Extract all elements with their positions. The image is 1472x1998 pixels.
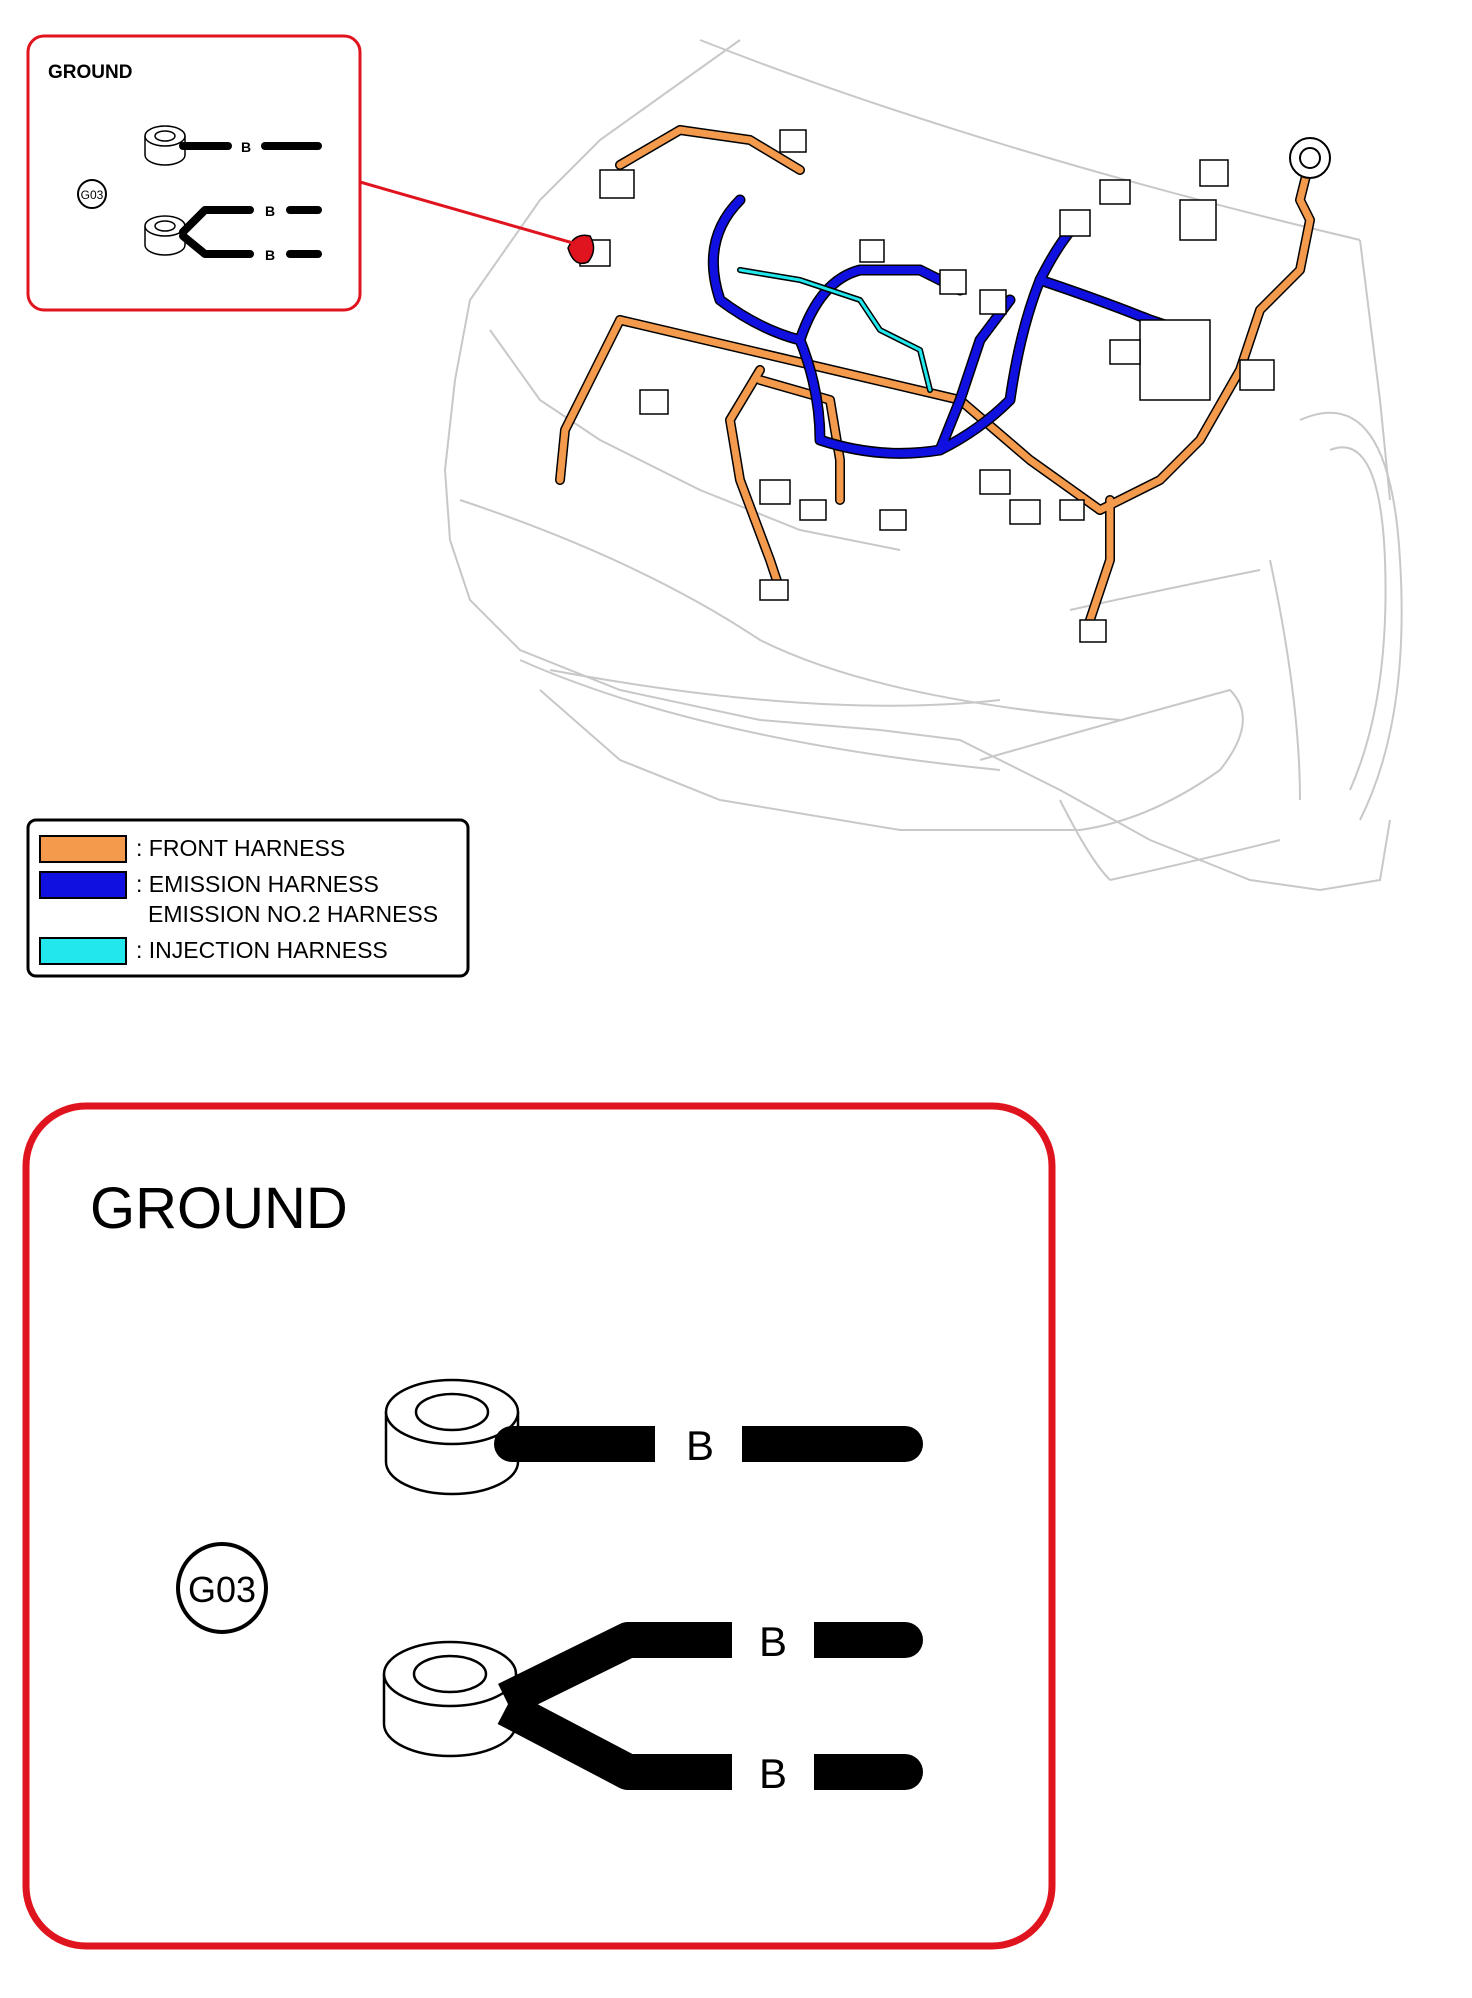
harness-connectors (579, 129, 1275, 643)
small-split-terminal-icon (144, 206, 322, 258)
large-g03-circle (176, 1542, 268, 1634)
small-wire-color-split-bottom: B (265, 247, 275, 263)
large-wire-color-split-top: B (759, 1618, 787, 1665)
small-ground-callout: GROUND G03 B B B (26, 34, 362, 312)
legend-label-emission: : EMISSION HARNESS (136, 871, 379, 897)
legend-swatch-front (39, 835, 127, 863)
ground-point-g03-marker (567, 234, 595, 265)
large-g03-label: G03 (188, 1569, 256, 1610)
legend-label-emission-no2: EMISSION NO.2 HARNESS (148, 901, 438, 927)
ground-ring-icon (1289, 137, 1331, 179)
legend-label-injection: : INJECTION HARNESS (136, 937, 388, 963)
car-body-outline (443, 39, 1403, 892)
harness-legend: : FRONT HARNESS : EMISSION HARNESS EMISS… (26, 818, 470, 978)
small-single-terminal-icon (144, 125, 322, 166)
legend-label-front: : FRONT HARNESS (136, 835, 345, 861)
legend-swatch-emission (39, 871, 127, 899)
emission-harness (707, 194, 1186, 459)
small-callout-title: GROUND (48, 62, 132, 83)
large-wire-color-single: B (686, 1422, 714, 1469)
large-wire-color-split-bottom: B (759, 1750, 787, 1797)
large-split-terminal-icon (382, 1622, 923, 1790)
large-single-terminal-icon (384, 1378, 923, 1496)
legend-swatch-injection (39, 937, 127, 965)
large-callout-title: GROUND (90, 1176, 348, 1241)
callout-leader-line (359, 180, 581, 247)
small-g03-circle (77, 179, 107, 209)
small-wire-color-split-top: B (265, 203, 275, 219)
small-g03-label: G03 (81, 188, 104, 202)
large-ground-callout: GROUND G03 B B B (22, 1102, 1056, 1950)
small-wire-color-single: B (241, 139, 251, 155)
